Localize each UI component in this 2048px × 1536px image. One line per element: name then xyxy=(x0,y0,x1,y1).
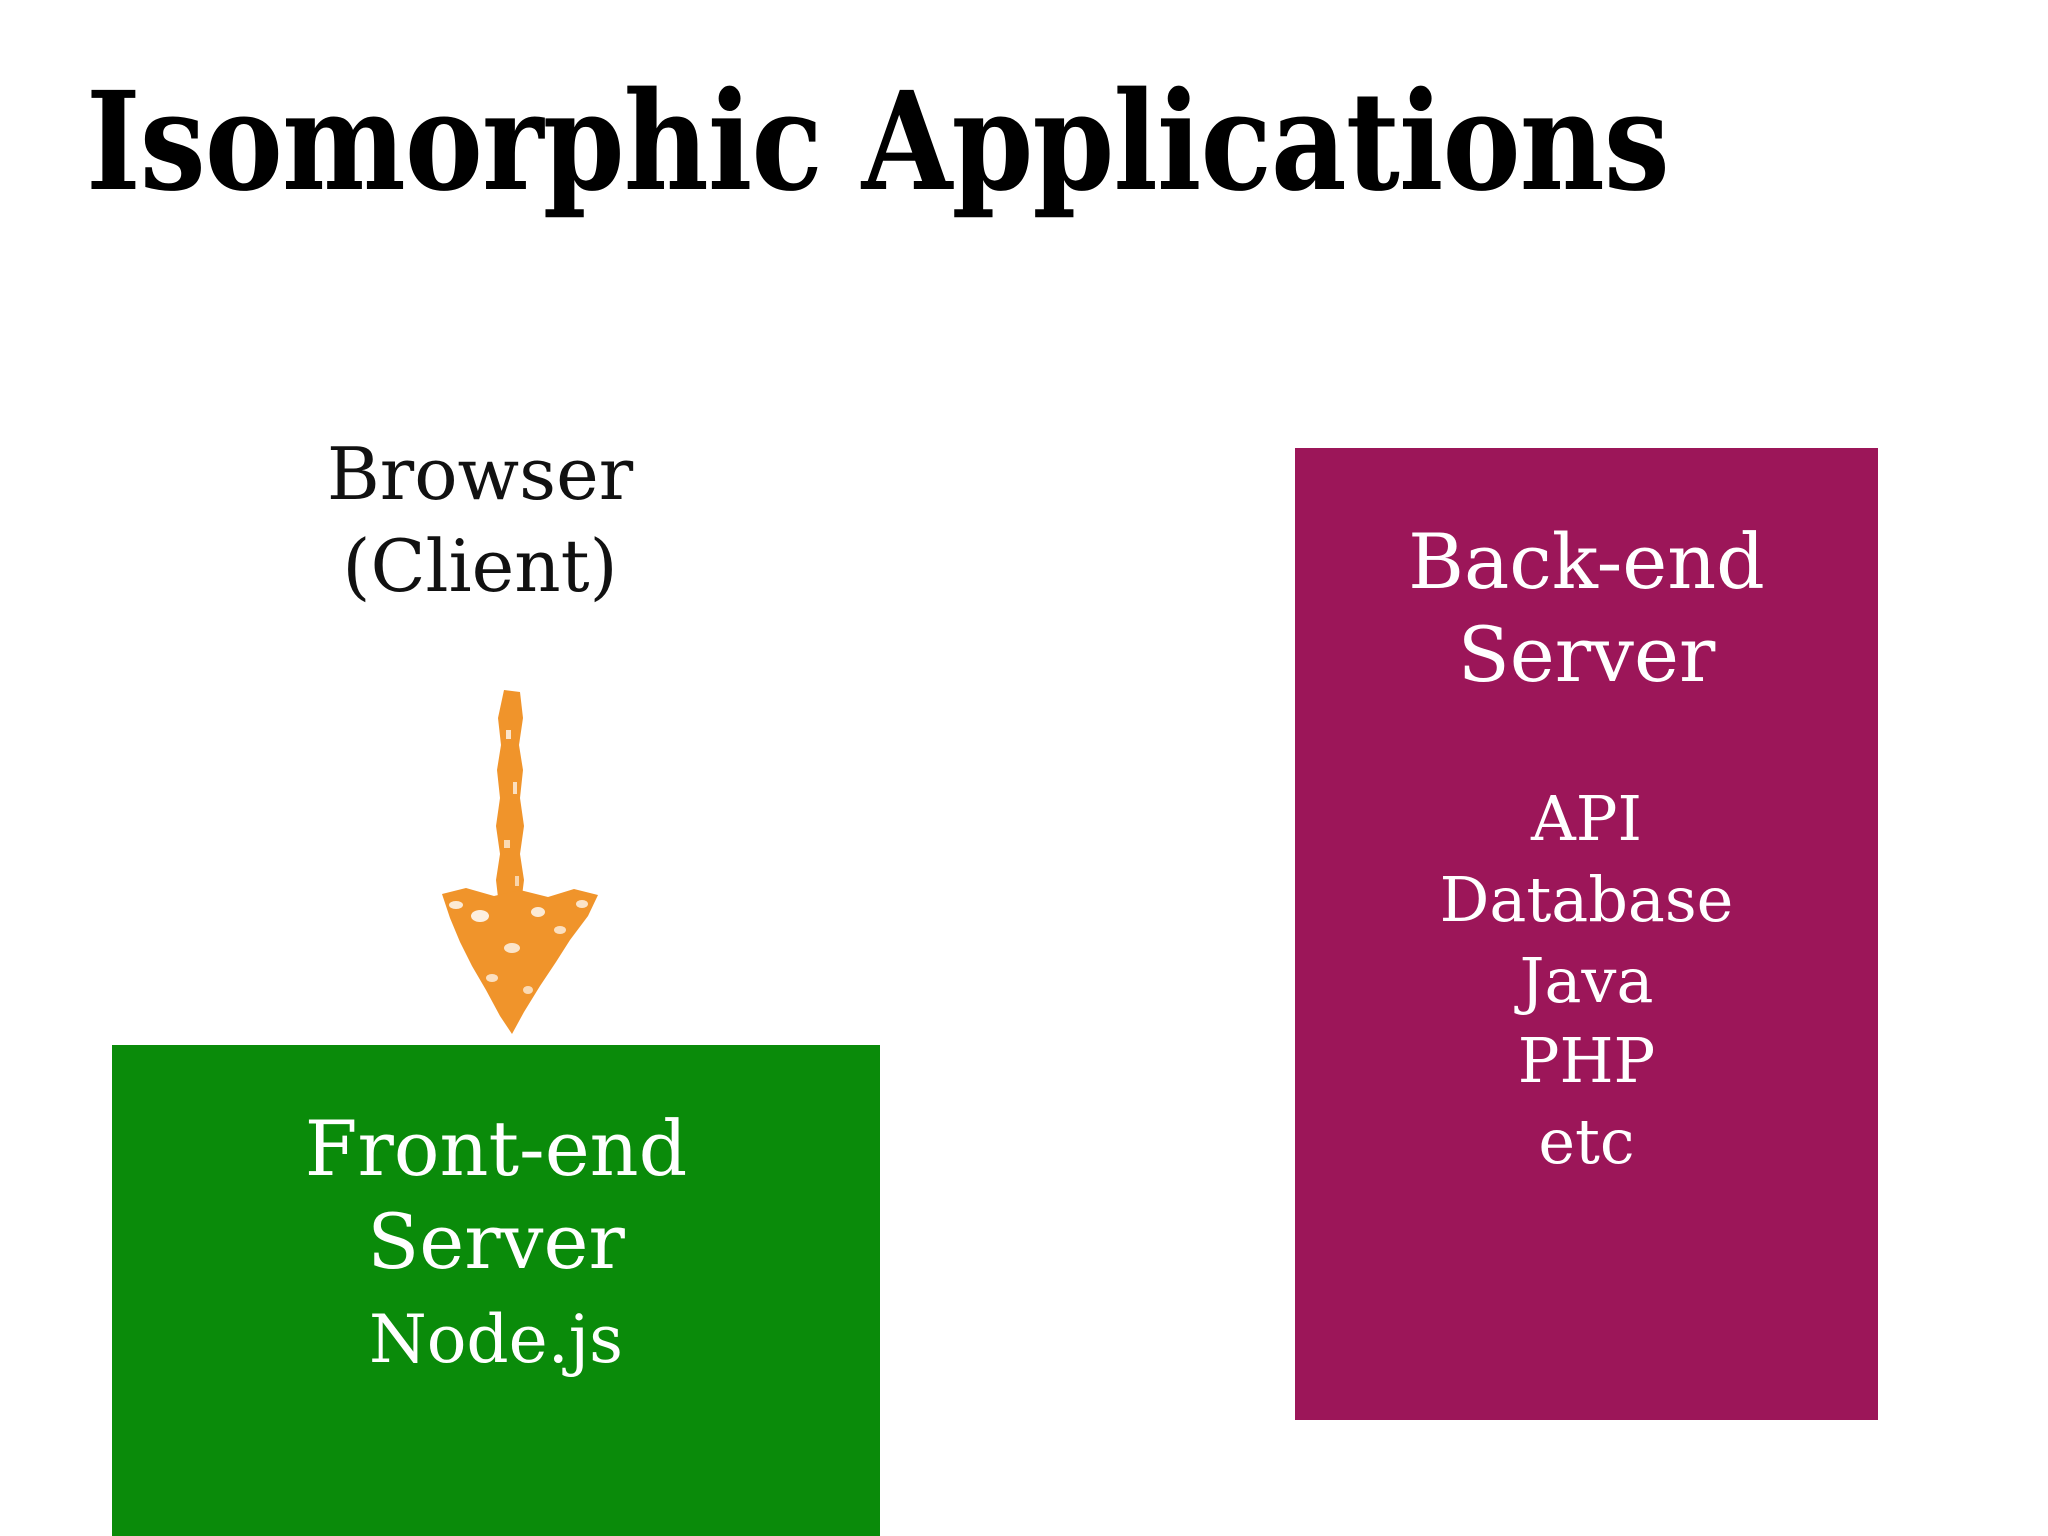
frontend-subtitle: Node.js xyxy=(368,1301,624,1379)
backend-tech-list: API Database Java PHP etc xyxy=(1295,779,1878,1182)
frontend-title-line1: Front-end xyxy=(304,1104,688,1193)
frontend-server-box: Front-end Server Node.js xyxy=(112,1045,880,1536)
list-item: Database xyxy=(1439,863,1734,937)
list-item: API xyxy=(1531,782,1642,856)
backend-title-line1: Back-end xyxy=(1408,517,1765,606)
browser-label-line1: Browser xyxy=(326,432,634,516)
backend-title-line2: Server xyxy=(1457,609,1716,699)
list-item: PHP xyxy=(1517,1024,1656,1098)
frontend-title-line2: Server xyxy=(367,1196,625,1286)
browser-client-label: Browser (Client) xyxy=(180,428,780,612)
list-item: etc xyxy=(1538,1104,1635,1178)
arrow-down-icon xyxy=(420,690,620,1070)
backend-server-box: Back-end Server API Database Java PHP et… xyxy=(1295,448,1878,1420)
list-item: Java xyxy=(1519,943,1654,1017)
page-title: Isomorphic Applications xyxy=(86,62,1670,222)
browser-label-line2: (Client) xyxy=(342,524,618,609)
